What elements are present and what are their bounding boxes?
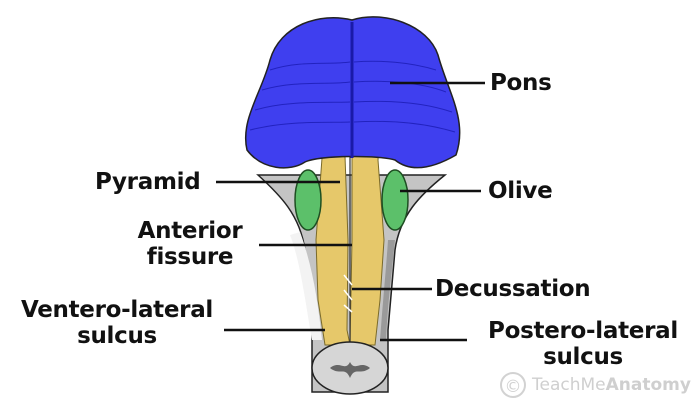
label-decussation: Decussation (435, 276, 591, 302)
label-ventero-lateral-sulcus: Ventero-lateral sulcus (20, 297, 214, 349)
left-pyramid (315, 150, 351, 346)
label-postero-lateral-sulcus: Postero-lateral sulcus (488, 318, 678, 370)
label-pons: Pons (490, 70, 552, 96)
watermark: ©TeachMeAnatomy (500, 372, 691, 398)
label-pyramid: Pyramid (95, 169, 201, 195)
label-olive: Olive (488, 178, 553, 204)
left-olive (294, 169, 322, 231)
right-olive (381, 169, 409, 231)
label-anterior-fissure: Anterior fissure (137, 218, 243, 270)
copyright-icon: © (500, 372, 526, 398)
